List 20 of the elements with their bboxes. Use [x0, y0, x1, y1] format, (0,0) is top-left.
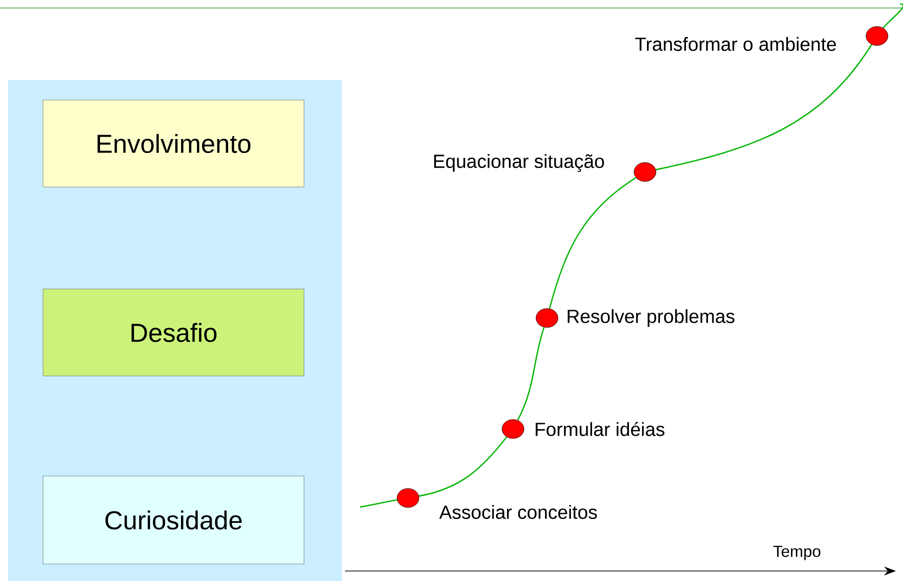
stage-box: Desafio	[42, 288, 304, 376]
stage-box: Envolvimento	[42, 100, 304, 188]
point-marker	[536, 308, 558, 328]
curve-segment	[656, 44, 872, 170]
point-label: Equacionar situação	[434, 154, 604, 172]
point-label: Formular idéias	[536, 422, 664, 436]
curve-segment	[360, 499, 398, 508]
stage-box: Curiosidade	[42, 476, 304, 564]
point-label: Associar conceitos	[439, 505, 597, 519]
point-marker	[634, 162, 656, 182]
curve-segment	[882, 3, 903, 28]
curve-segment	[548, 177, 636, 309]
axis-label: Tempo	[773, 546, 820, 560]
point-marker	[866, 26, 888, 46]
point-label: Resolver problemas	[568, 309, 734, 327]
curve-segment	[517, 327, 545, 420]
point-marker	[396, 488, 420, 508]
point-label: Transformar o ambiente	[635, 37, 836, 51]
point-marker	[502, 419, 524, 439]
curve-segment	[418, 436, 508, 497]
